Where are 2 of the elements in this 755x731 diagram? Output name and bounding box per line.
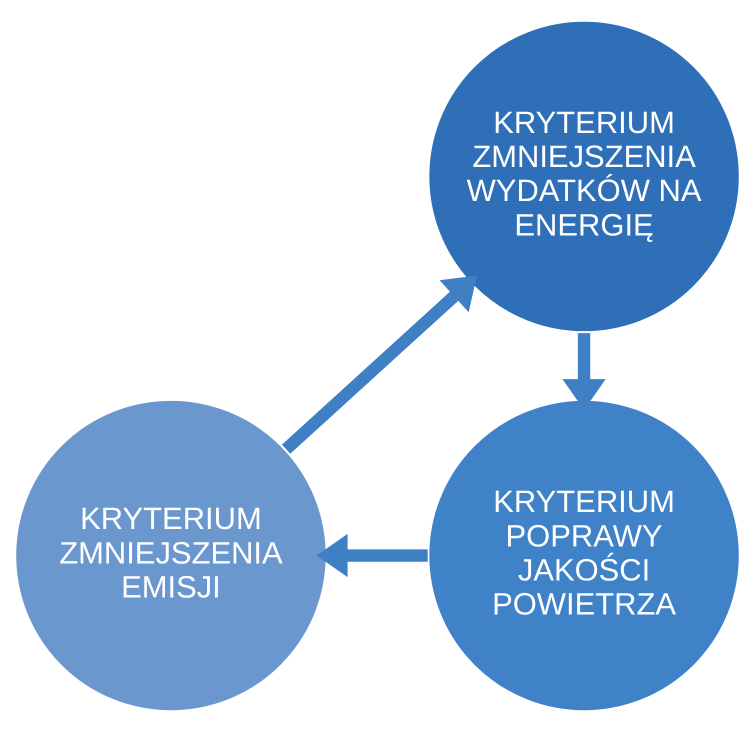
arrow — [316, 533, 428, 577]
arrow — [282, 274, 477, 454]
